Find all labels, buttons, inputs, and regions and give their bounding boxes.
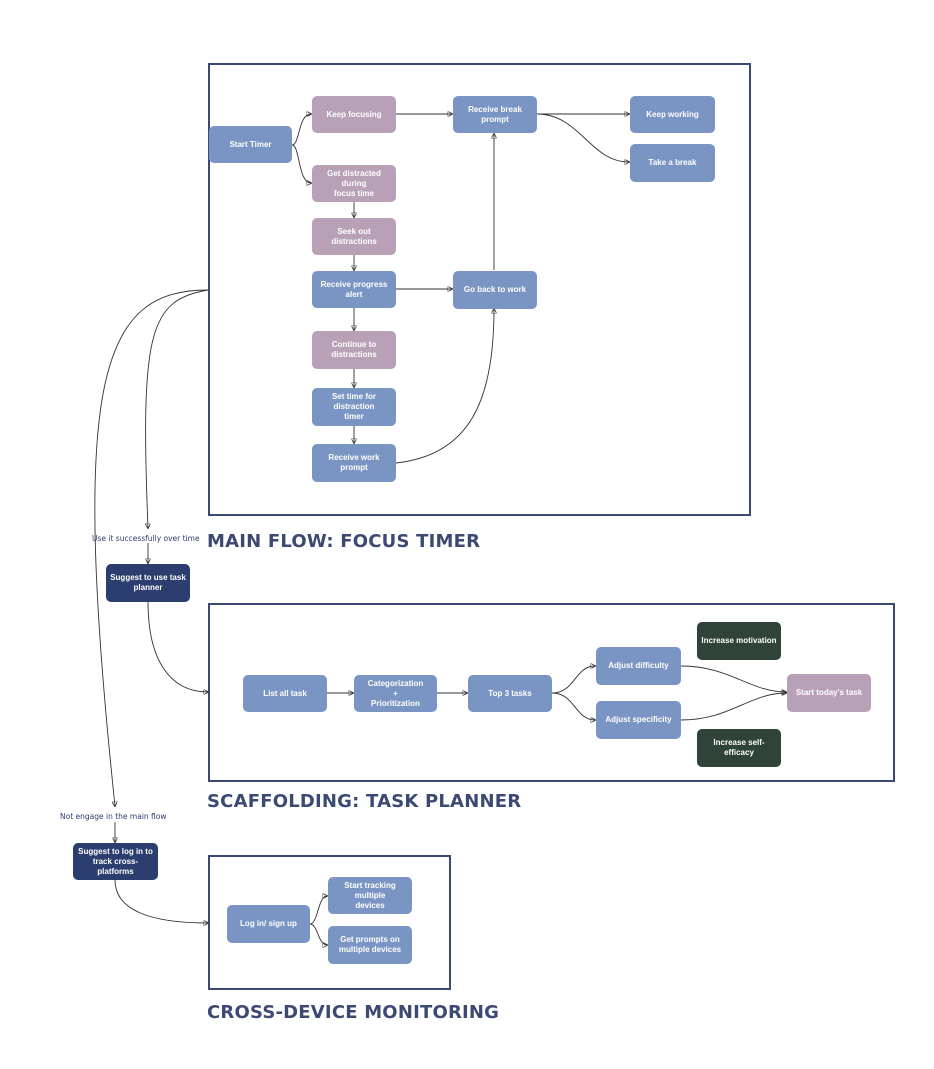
node-go-back-to-work: Go back to work <box>453 271 537 309</box>
node-get-distracted: Get distracted during focus time <box>312 165 396 202</box>
node-keep-working: Keep working <box>630 96 715 133</box>
node-receive-work-prompt: Receive work prompt <box>312 444 396 482</box>
node-increase-motivation: Increase motivation <box>697 622 781 660</box>
node-start-tracking: Start tracking multiple devices <box>328 877 412 914</box>
node-adjust-difficulty: Adjust difficulty <box>596 647 681 685</box>
node-seek-distractions: Seek out distractions <box>312 218 396 255</box>
edge-login-suggestion-to-device <box>114 879 208 923</box>
edge-label-use-successfully: Use it successfully over time <box>92 534 200 543</box>
edge-focus-to-login-suggestion <box>94 289 209 806</box>
node-take-a-break: Take a break <box>630 144 715 182</box>
node-start-timer: Start Timer <box>209 126 292 163</box>
node-log-in-sign-up: Log in/ sign up <box>227 905 310 943</box>
task-planner-title: SCAFFOLDING: TASK PLANNER <box>207 791 522 812</box>
node-keep-focusing: Keep focusing <box>312 96 396 133</box>
node-top-3-tasks: Top 3 tasks <box>468 675 552 712</box>
edge-start-keep-focusing <box>291 114 311 146</box>
node-receive-progress-alert: Receive progress alert <box>312 271 396 308</box>
node-categorization: Categorization + Prioritization <box>354 675 437 712</box>
edge-task-suggestion-to-planner <box>147 601 208 692</box>
node-adjust-specificity: Adjust specificity <box>596 701 681 739</box>
edge-top3-difficulty <box>551 666 595 694</box>
edge-login-tracking <box>309 896 327 925</box>
edge-label-not-engage: Not engage in the main flow <box>60 812 167 821</box>
focus-timer-title: MAIN FLOW: FOCUS TIMER <box>207 531 481 552</box>
node-suggest-log-in: Suggest to log in to track cross-platfor… <box>73 843 158 880</box>
edge-focus-to-task-suggestion <box>146 289 209 528</box>
edge-login-prompts <box>309 923 327 945</box>
edge-difficulty-start <box>680 665 786 692</box>
node-increase-self-efficacy: Increase self-efficacy <box>697 729 781 767</box>
node-set-distraction-timer: Set time for distraction timer <box>312 388 396 426</box>
node-start-todays-task: Start today's task <box>787 674 871 712</box>
edge-specificity-start <box>680 693 786 721</box>
node-suggest-task-planner: Suggest to use task planner <box>106 564 190 602</box>
node-get-prompts: Get prompts on multiple devices <box>328 926 412 964</box>
node-receive-break-prompt: Receive break prompt <box>453 96 537 133</box>
edge-top3-specificity <box>551 692 595 720</box>
node-list-all-task: List all task <box>243 675 327 712</box>
cross-device-title: CROSS-DEVICE MONITORING <box>207 1002 500 1023</box>
node-continue-distractions: Continue to distractions <box>312 331 396 369</box>
edge-break-take-break <box>536 113 629 162</box>
edge-work-prompt-go-back <box>395 309 494 464</box>
edge-start-get-distracted <box>291 144 311 183</box>
